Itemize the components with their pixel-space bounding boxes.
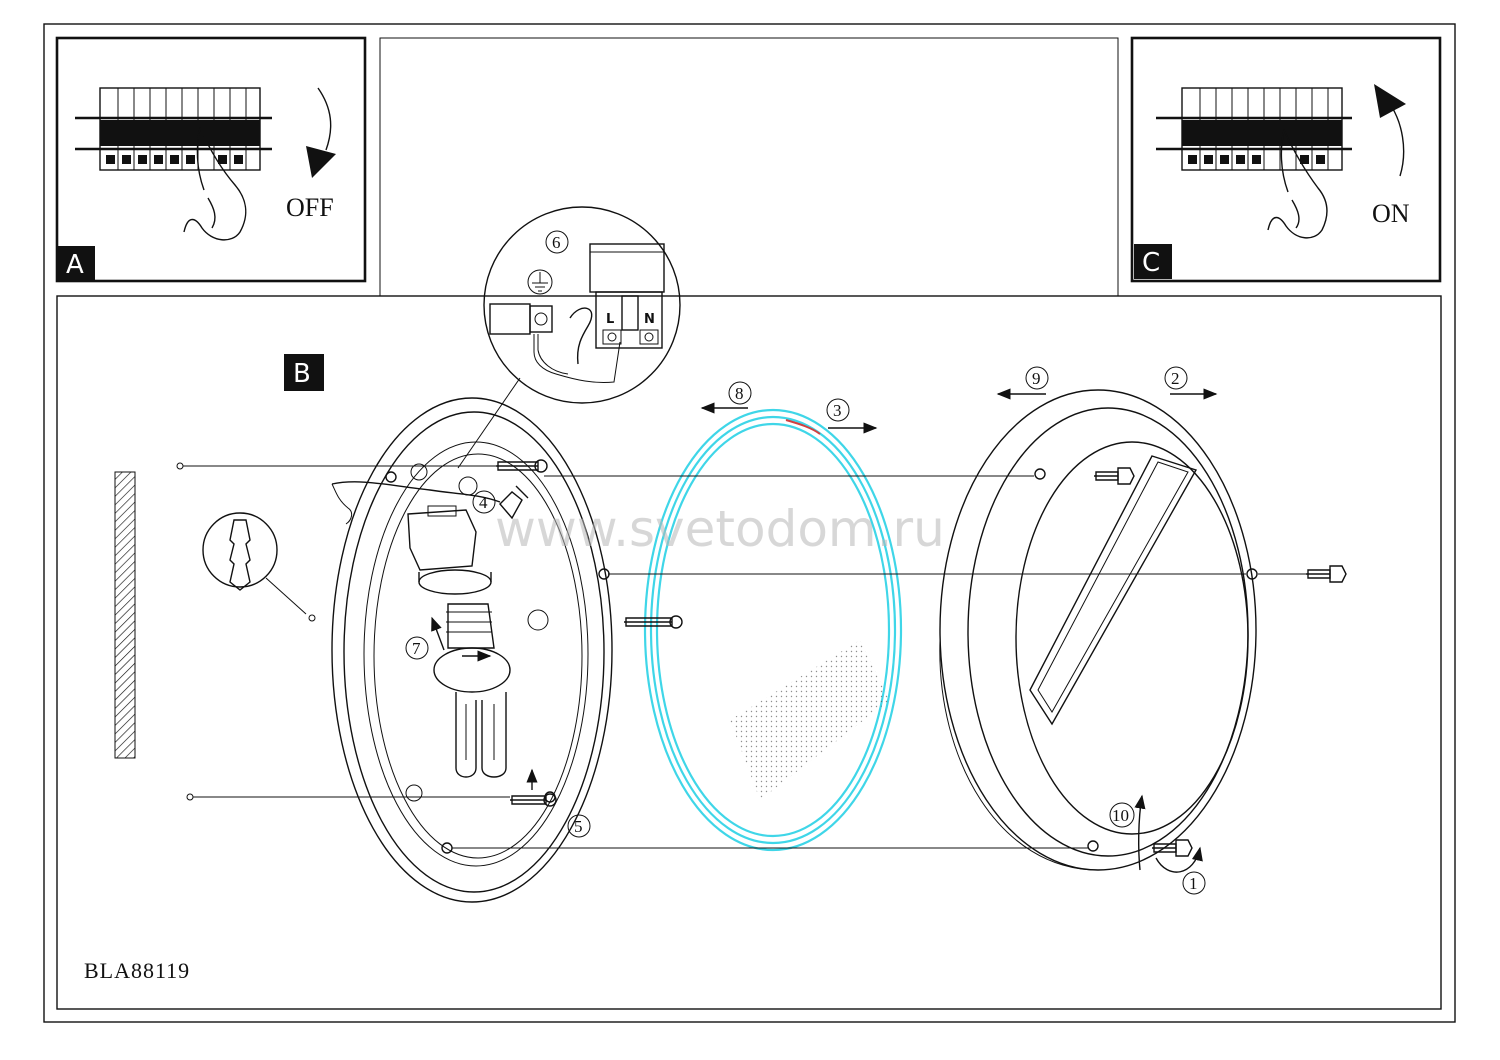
bulb	[433, 603, 511, 778]
watermark: www.svetodom.ru	[495, 500, 945, 558]
step-8-circle	[728, 381, 752, 405]
step-3-label: 3	[833, 401, 842, 420]
panel-c: ON C	[1130, 36, 1442, 283]
step-10-circle	[1109, 802, 1135, 828]
hand-icon	[1267, 129, 1328, 239]
bulb-insert-arrow-icon	[431, 616, 445, 651]
diffuser-window	[1029, 455, 1198, 726]
outer-frame	[43, 23, 1456, 1023]
step-markers: 8 3 9 2 4 7 5 10 1	[405, 366, 1218, 895]
step-10-label: 10	[1112, 806, 1129, 825]
step-2-circle	[1164, 366, 1188, 390]
wall-hatch	[114, 471, 136, 759]
alignment-lines	[176, 462, 1306, 849]
panel-b-label-box	[284, 354, 324, 391]
terminal-l-label: L	[606, 312, 614, 327]
panel-a-label: A	[66, 250, 84, 280]
step-9-circle	[1025, 366, 1049, 390]
step-8-label: 8	[735, 384, 744, 403]
step-4-label: 4	[479, 493, 488, 512]
hand-icon	[183, 127, 247, 241]
power-cable	[331, 481, 501, 503]
step-7-circle	[405, 636, 429, 660]
panel-a-label-box	[57, 246, 95, 281]
center-frame	[379, 37, 1119, 297]
screw	[624, 615, 683, 629]
cover-screw	[1094, 467, 1135, 485]
breaker-panel-icon	[75, 87, 272, 171]
panel-b-frame	[56, 295, 1442, 1010]
step-9-label: 9	[1032, 369, 1041, 388]
cover-screw	[1306, 565, 1347, 583]
step-1-label: 1	[1189, 874, 1198, 893]
wiring-detail: 6 L N	[457, 206, 681, 469]
cover-ring	[939, 389, 1258, 871]
panel-b-label: B	[293, 359, 311, 389]
screw	[510, 793, 557, 807]
step-7-label: 7	[412, 639, 421, 658]
model-code: BLA88119	[84, 958, 190, 983]
earth-symbol-icon	[527, 269, 553, 295]
lamp-holder	[407, 505, 492, 595]
panel-c-label-box	[1134, 244, 1172, 279]
step-6-circle	[545, 230, 569, 254]
wall-plug-detail	[202, 512, 316, 622]
step-1-circle	[1182, 871, 1206, 895]
step-6-label: 6	[552, 233, 561, 252]
step-2-label: 2	[1171, 369, 1180, 388]
gasket	[643, 408, 903, 852]
mains-terminal-block: L N	[589, 243, 665, 349]
cover-screw	[1152, 839, 1193, 857]
on-label: ON	[1372, 199, 1410, 228]
step-4-circle	[472, 490, 496, 514]
switch-down-arrow-icon	[317, 87, 332, 151]
terminal-n-label: N	[644, 312, 655, 327]
step-5-circle	[567, 814, 591, 838]
panel-c-label: C	[1142, 248, 1160, 278]
screw	[496, 459, 548, 473]
terminal-screw-detail	[499, 485, 529, 520]
switch-up-arrow-icon	[1389, 103, 1405, 177]
earth-terminal	[489, 303, 531, 335]
step-5-label: 5	[574, 817, 583, 836]
off-label: OFF	[286, 193, 334, 222]
panel-a: OFF A	[55, 36, 367, 283]
base-plate	[331, 397, 613, 903]
step-3-circle	[826, 398, 850, 422]
breaker-panel-icon	[1156, 87, 1352, 171]
